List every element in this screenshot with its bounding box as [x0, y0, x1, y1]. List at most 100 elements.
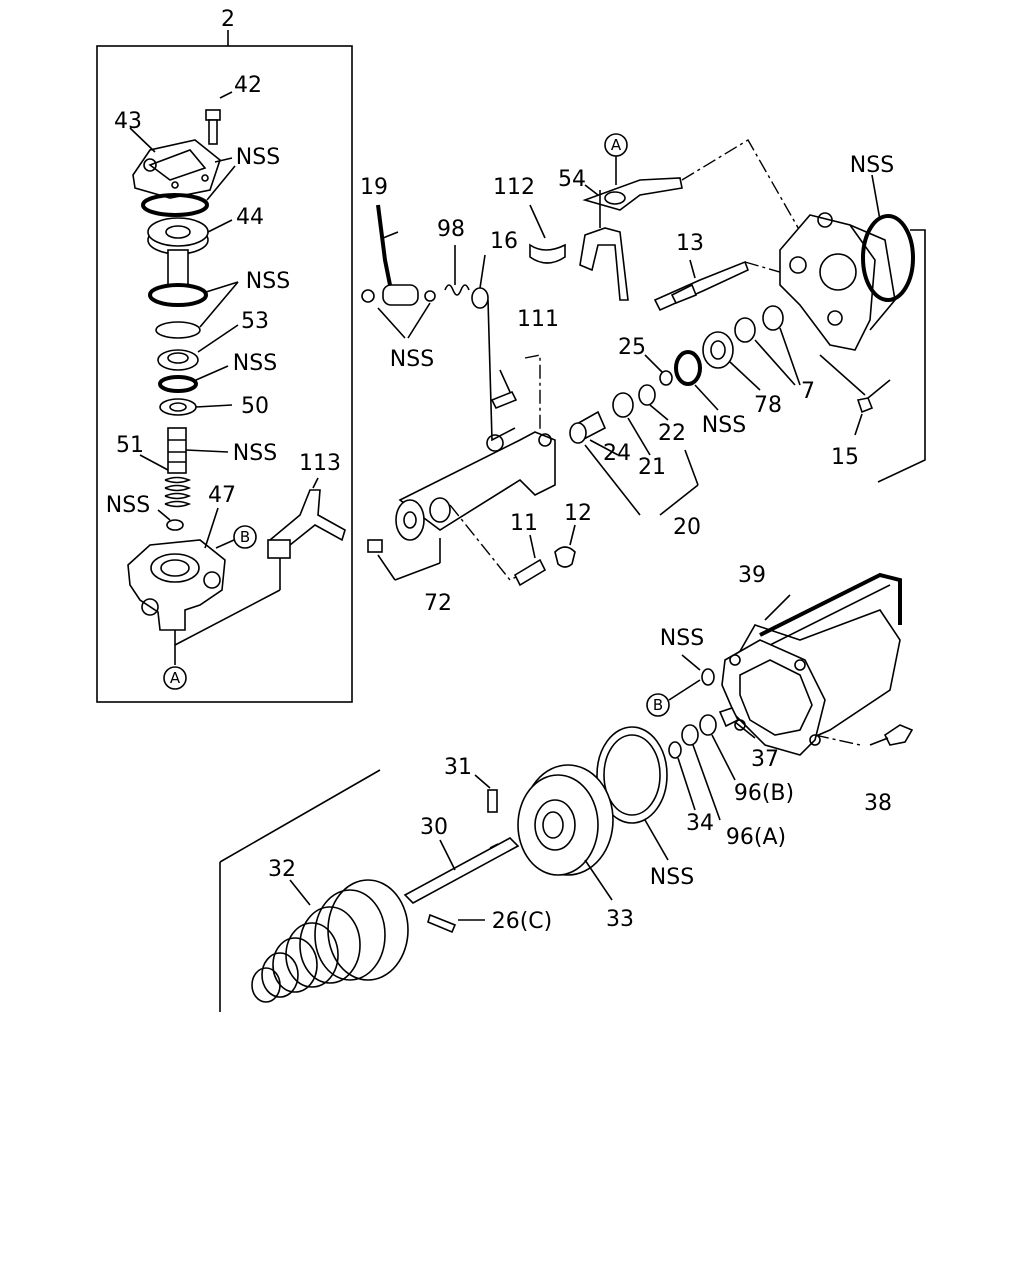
svg-text:B: B	[240, 528, 250, 546]
label-15: 15	[831, 445, 859, 470]
part-112-clip	[529, 243, 566, 264]
part-13-shaft	[653, 259, 791, 312]
label-30: 30	[420, 815, 448, 840]
upper-assembly: A	[360, 133, 926, 616]
part-54-fork	[579, 177, 683, 301]
label-39: 39	[738, 563, 766, 588]
part-38-bolt	[869, 724, 914, 746]
o-ring-nss-a	[141, 193, 209, 217]
label-21: 21	[638, 455, 666, 480]
part-96b-washer	[699, 714, 736, 781]
part-19-lever	[361, 204, 436, 339]
label-26c: 26(C)	[492, 909, 553, 934]
label-54: 54	[558, 167, 586, 192]
callout-b-left: B	[215, 525, 257, 549]
label-51: 51	[116, 433, 144, 458]
o-ring-nss-i	[701, 668, 715, 686]
part-nss-diaphragm	[596, 726, 669, 861]
part-21-seal	[612, 392, 651, 456]
part-22-ring	[638, 384, 669, 421]
o-ring-nss-c	[158, 375, 198, 393]
label-37: 37	[751, 747, 779, 772]
o-ring-nss-d	[166, 519, 184, 531]
part-gasket-plate	[721, 639, 826, 756]
label-44: 44	[236, 205, 264, 230]
part-42-bolt	[205, 91, 233, 145]
part-113-switch	[174, 477, 346, 646]
label-nss-e: NSS	[106, 493, 150, 518]
label-nss-i: NSS	[660, 626, 704, 651]
label-96b: 96(B)	[734, 781, 794, 806]
callout-a-bottom: A	[163, 666, 187, 690]
part-26c-pin	[427, 913, 485, 934]
callout-b-right: B	[646, 679, 701, 717]
label-16: 16	[490, 229, 518, 254]
part-25-pin	[644, 354, 673, 386]
label-50: 50	[241, 394, 269, 419]
label-33: 33	[606, 907, 634, 932]
part-34-ring	[668, 741, 696, 811]
label-32: 32	[268, 857, 296, 882]
label-47: 47	[208, 483, 236, 508]
callout-a-top: A	[604, 133, 628, 185]
label-111: 111	[517, 307, 559, 332]
label-25: 25	[618, 335, 646, 360]
part-72-cylinder	[367, 431, 556, 581]
label-20: 20	[673, 515, 701, 540]
part-24-piston	[569, 410, 699, 516]
label-38: 38	[864, 791, 892, 816]
part-37-nut	[718, 707, 756, 739]
part-44-piston	[147, 217, 233, 286]
label-22: 22	[658, 421, 686, 446]
part-15-nut	[819, 354, 891, 436]
part-7-bushing	[734, 305, 801, 386]
svg-text:A: A	[170, 669, 181, 687]
label-11: 11	[510, 511, 538, 536]
label-24: 24	[603, 441, 631, 466]
label-113: 113	[299, 451, 341, 476]
label-53: 53	[241, 309, 269, 334]
label-nss-h: NSS	[702, 413, 746, 438]
label-42: 42	[234, 73, 262, 98]
label-12: 12	[564, 501, 592, 526]
label-112: 112	[493, 175, 535, 200]
part-32-spring	[251, 879, 409, 1003]
label-72: 72	[424, 591, 452, 616]
label-nss-j: NSS	[650, 865, 694, 890]
part-47-body	[127, 507, 226, 631]
label-nss-b: NSS	[246, 269, 290, 294]
part-111-bolt	[490, 369, 518, 410]
part-53-seal	[157, 324, 239, 371]
label-78: 78	[754, 393, 782, 418]
part-50-washer	[159, 398, 233, 416]
label-nss-f: NSS	[390, 347, 434, 372]
o-ring-nss-h	[674, 350, 702, 386]
label-nss-g: NSS	[850, 153, 894, 178]
lower-assembly: B	[219, 563, 914, 1012]
label-31: 31	[444, 755, 472, 780]
part-31-pin	[474, 774, 498, 813]
svg-text:A: A	[611, 136, 622, 154]
inset-assembly-2: B A 2 42 43 NSS 44 NSS 53 NSS 50 51 NSS …	[96, 7, 353, 703]
inset-frame	[96, 45, 353, 703]
label-19: 19	[360, 175, 388, 200]
label-13: 13	[676, 231, 704, 256]
label-2: 2	[221, 7, 235, 32]
part-housing-plate	[779, 212, 896, 351]
label-34: 34	[686, 811, 714, 836]
label-7: 7	[801, 379, 815, 404]
part-30-rod	[403, 837, 520, 904]
spring-51	[164, 476, 192, 508]
part-16-washer	[471, 254, 489, 309]
svg-text:B: B	[653, 696, 663, 714]
label-nss-d: NSS	[233, 441, 277, 466]
label-96a: 96(A)	[726, 825, 786, 850]
part-33-piston	[517, 764, 614, 901]
part-51-spool	[139, 427, 229, 474]
label-98: 98	[437, 217, 465, 242]
part-98-spring	[444, 245, 470, 296]
part-96a-washer	[681, 724, 721, 821]
label-43: 43	[114, 109, 142, 134]
label-nss-c: NSS	[233, 351, 277, 376]
